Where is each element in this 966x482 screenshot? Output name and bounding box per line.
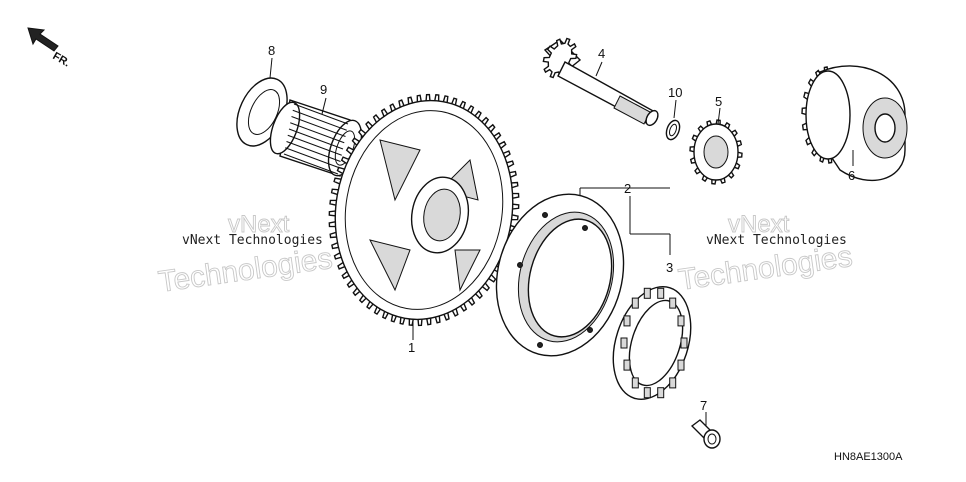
- direction-label: FR.: [51, 50, 72, 69]
- watermark-left: vNext vNext Technologies Technologies: [156, 211, 335, 300]
- part-1-large-gear[interactable]: [318, 86, 530, 333]
- part-6-clutch-outer[interactable]: [801, 65, 908, 182]
- callout-6: 6: [848, 168, 855, 183]
- callout-8: 8: [268, 43, 275, 58]
- callout-1: 1: [408, 340, 415, 355]
- callout-10: 10: [668, 85, 682, 100]
- watermark-left-line3: Technologies: [156, 242, 334, 299]
- callout-7: 7: [700, 398, 707, 413]
- part-4-shaft[interactable]: [542, 37, 660, 128]
- callout-4: 4: [598, 46, 605, 61]
- front-arrow-icon: [27, 27, 59, 52]
- watermark-right-line1: vNext: [728, 211, 790, 238]
- watermark-right-line3: Technologies: [676, 240, 854, 297]
- part-3-sprag-clutch[interactable]: [600, 277, 704, 410]
- watermark-right-line2: vNext Technologies: [706, 233, 847, 248]
- callout-3: 3: [666, 260, 673, 275]
- part-2-clutch-housing[interactable]: [479, 180, 641, 371]
- part-10-circlip[interactable]: [664, 119, 682, 142]
- watermark-right: vNext vNext Technologies Technologies: [676, 211, 855, 298]
- callout-9: 9: [320, 82, 327, 97]
- part-9-needle-bearing[interactable]: [264, 99, 368, 181]
- callout-2: 2: [624, 181, 631, 196]
- part-7-bolt[interactable]: [690, 419, 721, 449]
- watermark-left-line2: vNext Technologies: [182, 233, 323, 248]
- watermark-left-line1: vNext: [228, 211, 290, 238]
- diagram-code: HN8AE1300A: [834, 451, 903, 463]
- callout-5: 5: [715, 94, 722, 109]
- part-5-small-gear[interactable]: [689, 119, 743, 185]
